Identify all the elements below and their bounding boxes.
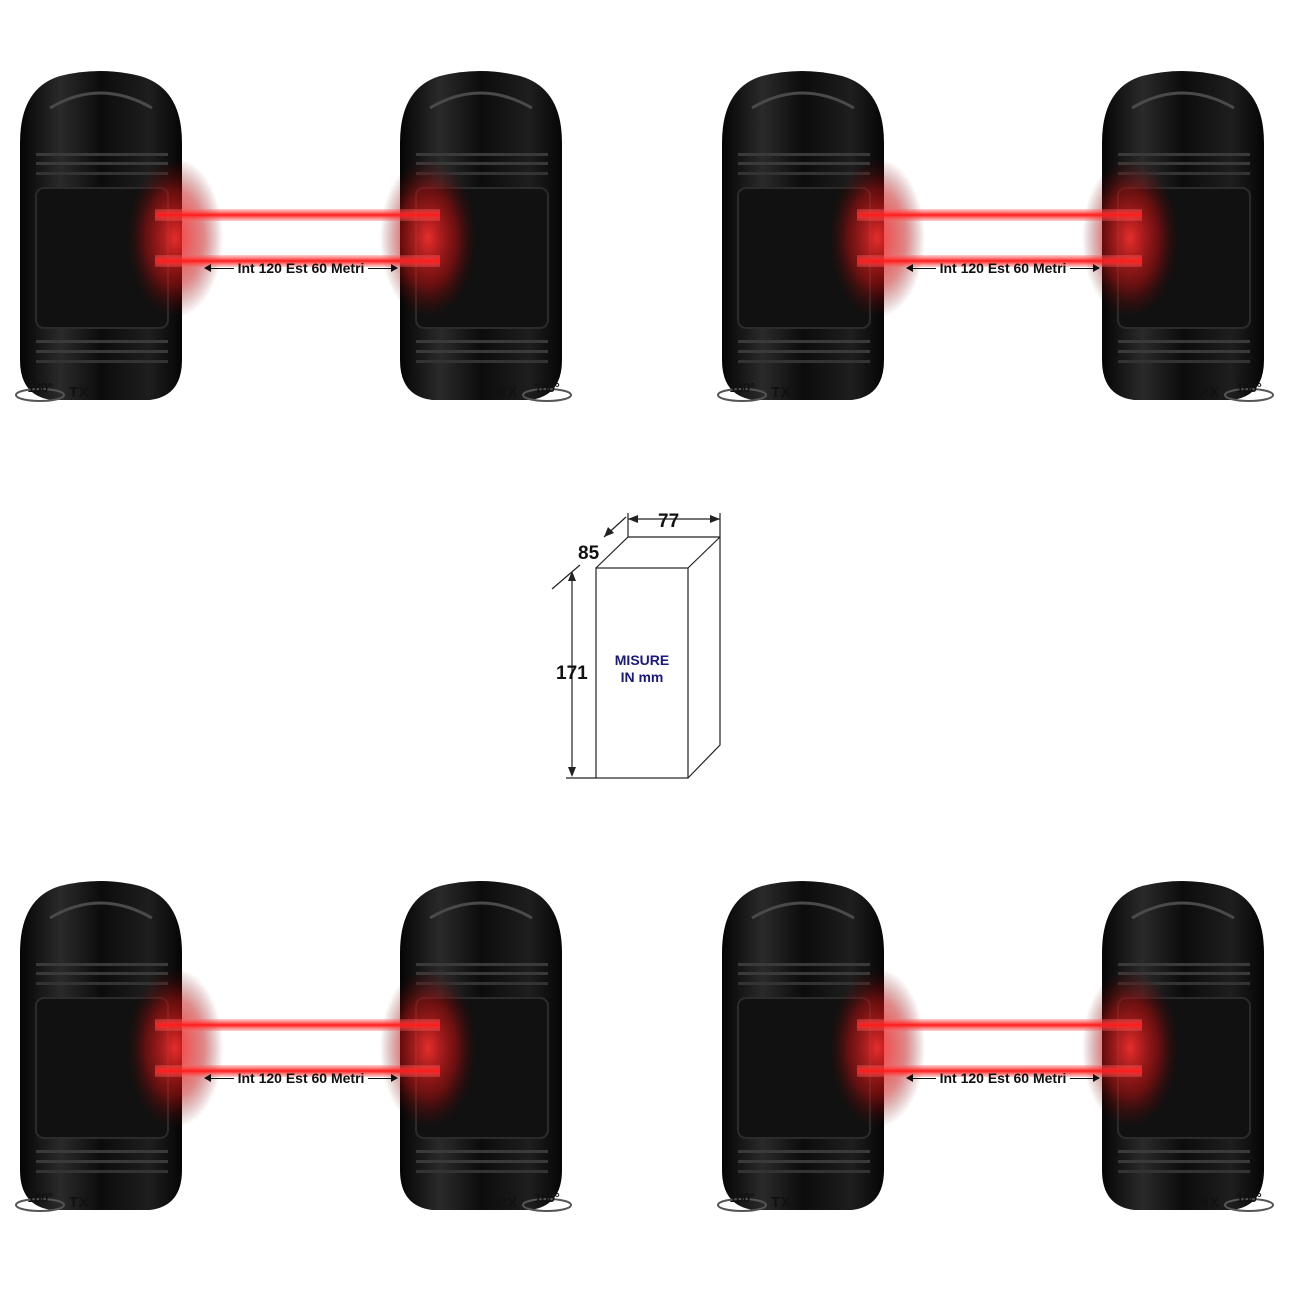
rx-rotation: RX 180° <box>496 380 573 404</box>
rotation-arrow-icon <box>1223 1198 1274 1212</box>
units-note: MISURE IN mm <box>614 652 670 685</box>
rotation-arrow-icon <box>717 1198 767 1212</box>
sensor-pair-3: Int 120 Est 60 Metri 180° TX RX 180° <box>0 858 600 1258</box>
rotation-arrow-icon <box>15 388 65 402</box>
rx-glow <box>380 158 476 318</box>
distance-label: Int 120 Est 60 Metri <box>906 258 1100 278</box>
sensor-pair-4: Int 120 Est 60 Metri 180° TX RX 180° <box>702 858 1300 1258</box>
distance-label: Int 120 Est 60 Metri <box>906 1068 1100 1088</box>
sensor-pair-1: Int 120 Est 60 Metri 180° TX RX 180° <box>0 48 600 448</box>
rx-rotation: RX 180° <box>1198 1190 1275 1214</box>
tx-rotation: 180° TX <box>14 380 89 404</box>
upper-beam <box>155 209 440 221</box>
rotation-arrow-icon <box>521 1198 572 1212</box>
sensor-pair-illustration <box>18 69 564 402</box>
depth-value: 85 <box>578 543 600 564</box>
sensor-pair-2: Int 120 Est 60 Metri 180° TX RX 180° <box>702 48 1300 448</box>
sensor-pair-illustration <box>18 879 564 1212</box>
rx-rotation: RX 180° <box>496 1190 573 1214</box>
tx-rotation: 180° TX <box>14 1190 89 1214</box>
sensor-pair-illustration <box>720 69 1266 402</box>
lower-beam <box>155 255 440 267</box>
dimension-diagram: 77 85 171 MISURE IN mm <box>548 505 738 795</box>
distance-label: Int 120 Est 60 Metri <box>204 258 398 278</box>
width-value: 77 <box>658 511 680 532</box>
tx-rotation: 180° TX <box>716 1190 791 1214</box>
height-value: 171 <box>556 663 588 684</box>
rotation-arrow-icon <box>521 388 572 402</box>
rotation-arrow-icon <box>1223 388 1274 402</box>
rotation-arrow-icon <box>15 1198 65 1212</box>
tx-glow <box>127 158 223 318</box>
box-outline <box>551 513 721 779</box>
distance-label: Int 120 Est 60 Metri <box>204 1068 398 1088</box>
tx-rotation: 180° TX <box>716 380 791 404</box>
sensor-pair-illustration <box>720 879 1266 1212</box>
rx-rotation: RX 180° <box>1198 380 1275 404</box>
rotation-arrow-icon <box>717 388 767 402</box>
